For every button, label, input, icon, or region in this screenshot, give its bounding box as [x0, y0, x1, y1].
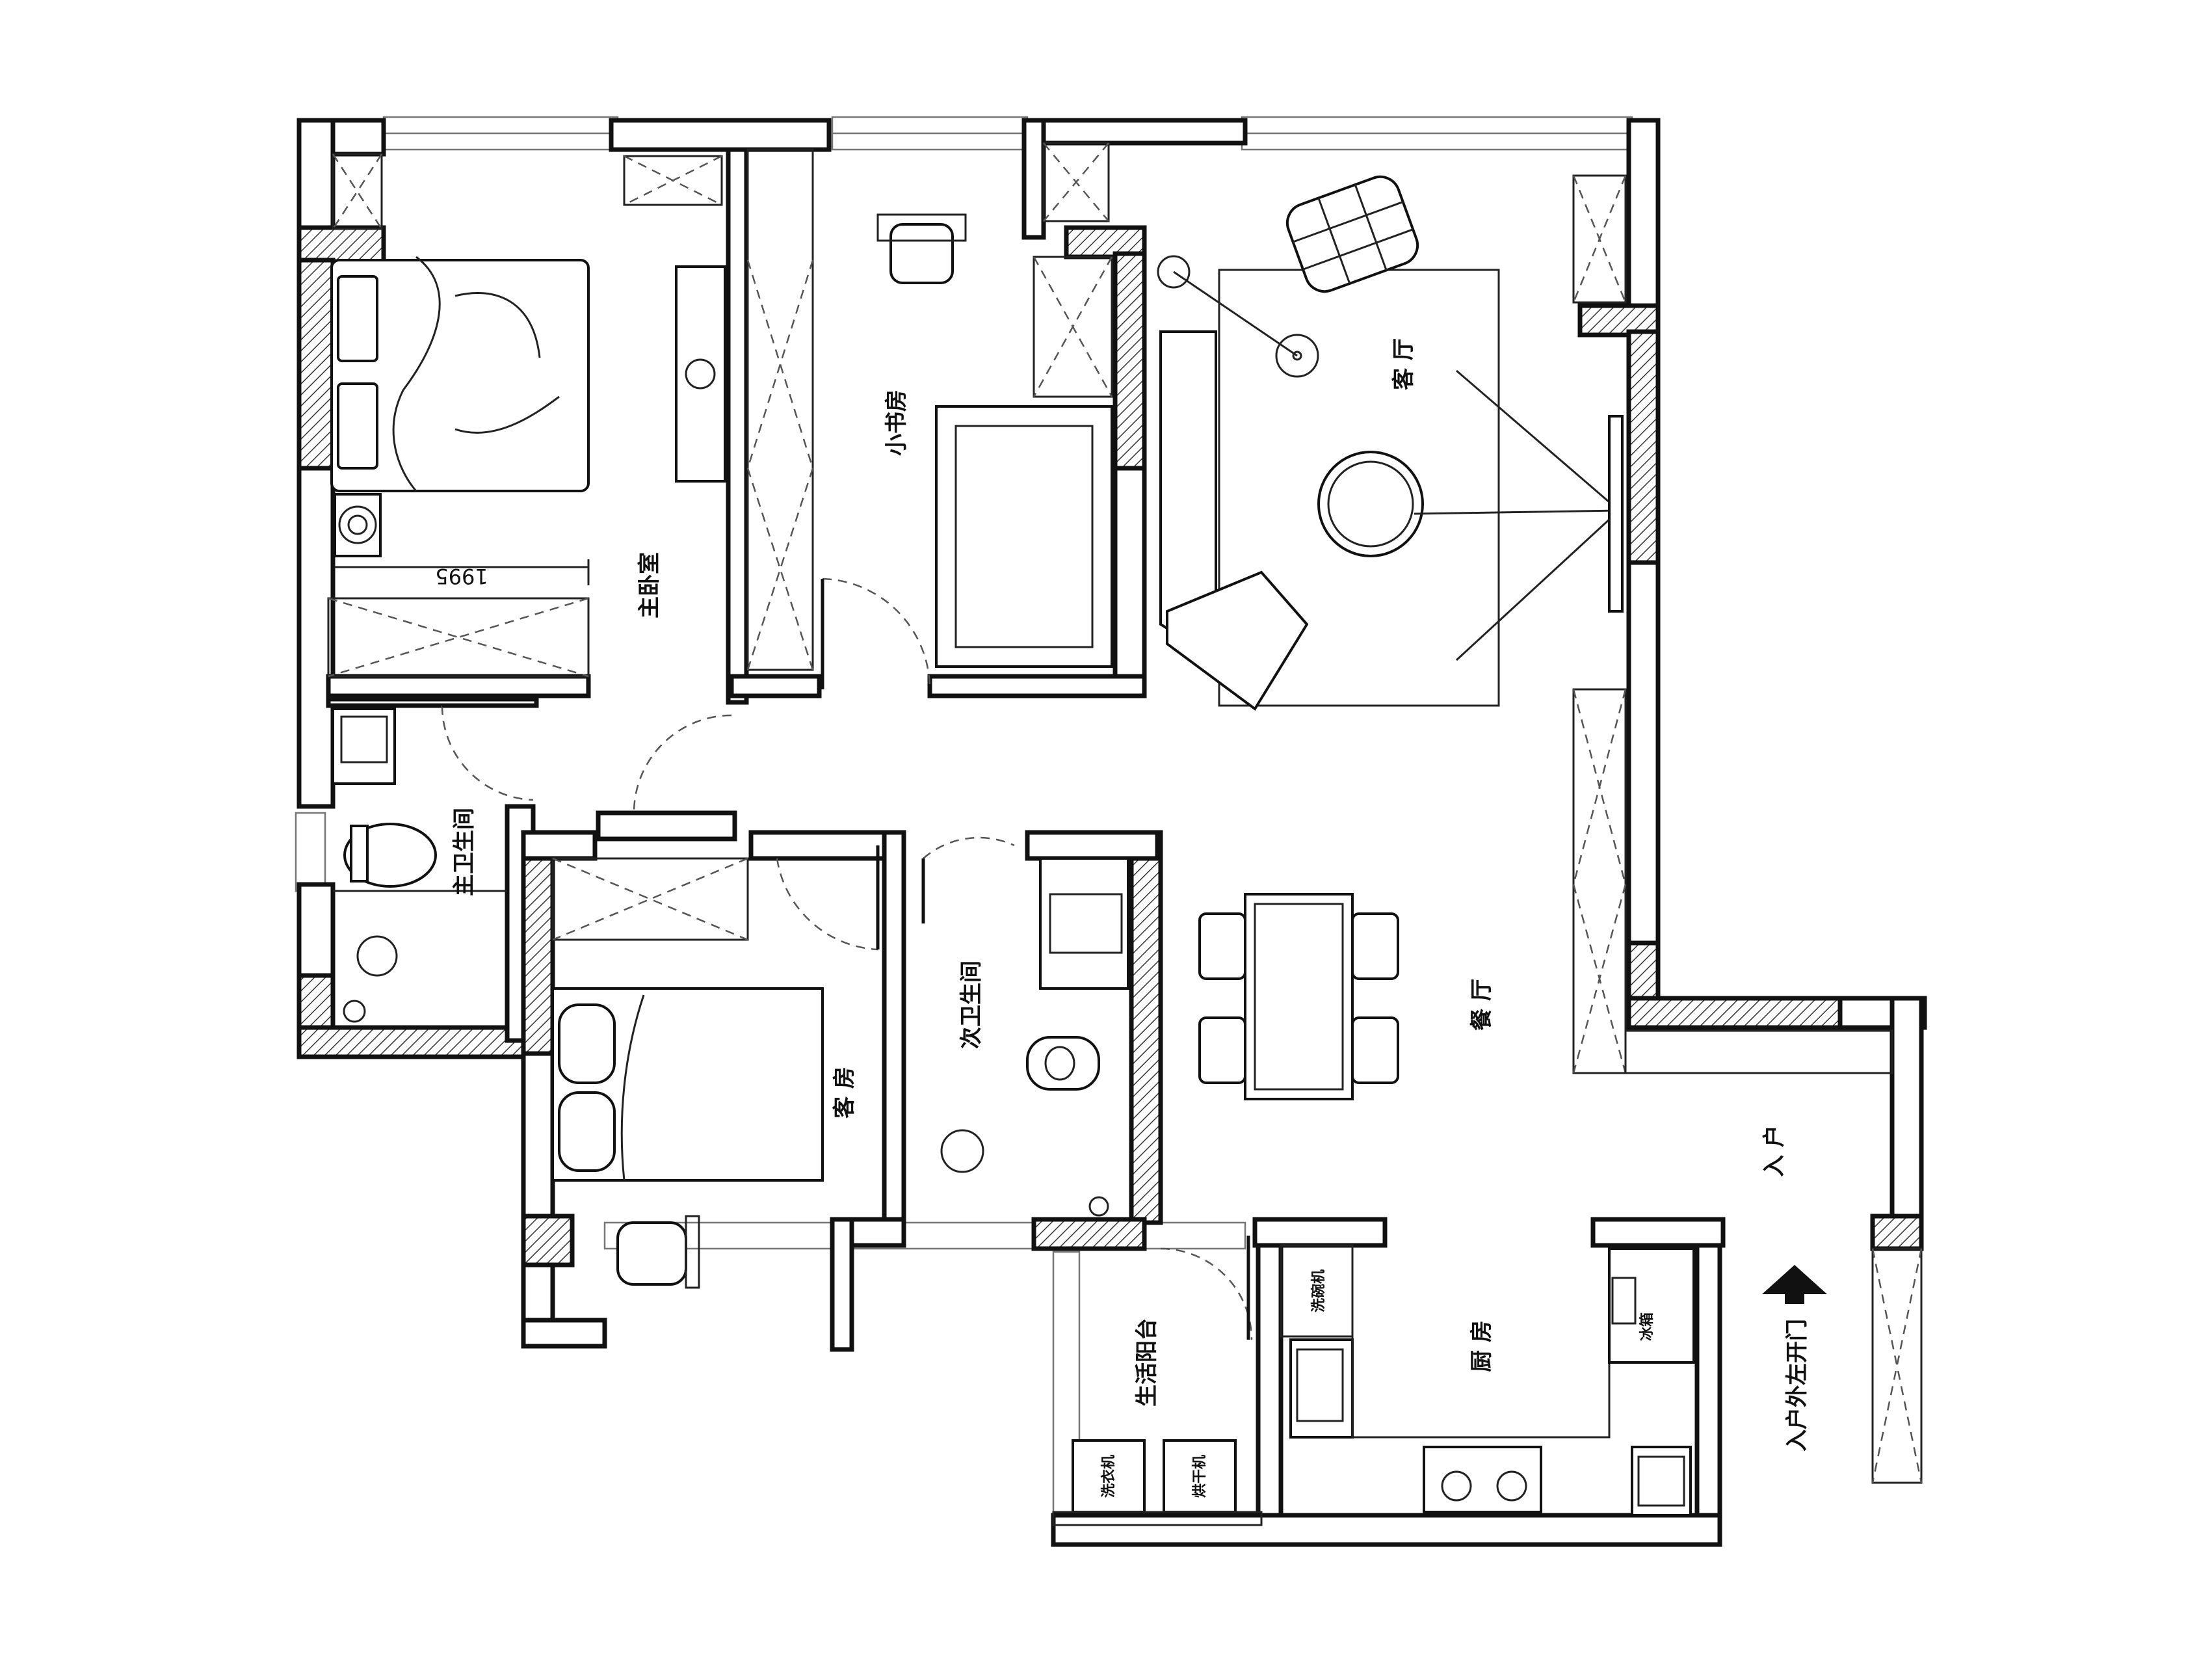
- dining-table: [1198, 893, 1399, 1100]
- dimension-text: 1995: [435, 564, 488, 589]
- label-dishwasher: 洗碗机: [1310, 1269, 1327, 1312]
- label-living: 客 厅: [1391, 338, 1417, 390]
- cabinets: [327, 142, 1923, 1484]
- master-bath-fixtures: [332, 708, 507, 1023]
- walls: [296, 118, 1927, 1547]
- chair-icon: [889, 223, 954, 284]
- chair-icon: [616, 1221, 687, 1286]
- sink-icon: [332, 708, 396, 785]
- guest-bed: [551, 987, 824, 1289]
- second-bath-fixtures: [940, 857, 1129, 1217]
- study-furniture: [876, 213, 1113, 668]
- label-door-note: 入户外左开门: [1784, 1319, 1810, 1452]
- balcony-appliances: [1052, 1439, 1263, 1526]
- bed-icon: [330, 256, 590, 492]
- label-kitchen: 厨 房: [1469, 1320, 1495, 1372]
- kitchen-fixtures: [1280, 1244, 1695, 1517]
- label-dryer: 烘干机: [1192, 1455, 1208, 1498]
- nightstand: [334, 493, 382, 557]
- doors: [441, 577, 1253, 1340]
- label-utility-balcony: 生活阳台: [1134, 1318, 1160, 1407]
- dimension-line: 1995: [335, 559, 590, 589]
- label-entrance: 入 户: [1761, 1125, 1787, 1177]
- label-master-bedroom: 主卧室: [637, 552, 663, 618]
- label-study: 小书房: [884, 390, 910, 456]
- arrow-up-icon: [1762, 1265, 1827, 1304]
- label-dining: 餐 厅: [1469, 979, 1495, 1031]
- label-washer: 洗衣机: [1100, 1455, 1117, 1498]
- living-furniture: [1157, 175, 1624, 711]
- label-master-bath: 主卫生间: [451, 808, 477, 896]
- tv-console: [675, 265, 726, 483]
- label-fridge: 冰箱: [1639, 1312, 1655, 1341]
- fridge-icon: [1608, 1247, 1695, 1364]
- label-second-bath: 次卫生间: [958, 961, 984, 1049]
- shower-icon: [356, 935, 398, 977]
- label-guest-room: 客 房: [832, 1067, 858, 1119]
- room-labels: 主卧室 主卫生间 小书房 客 厅 餐 厅 客 房 次卫生间 厨 房 生活阳台 入…: [451, 338, 1810, 1498]
